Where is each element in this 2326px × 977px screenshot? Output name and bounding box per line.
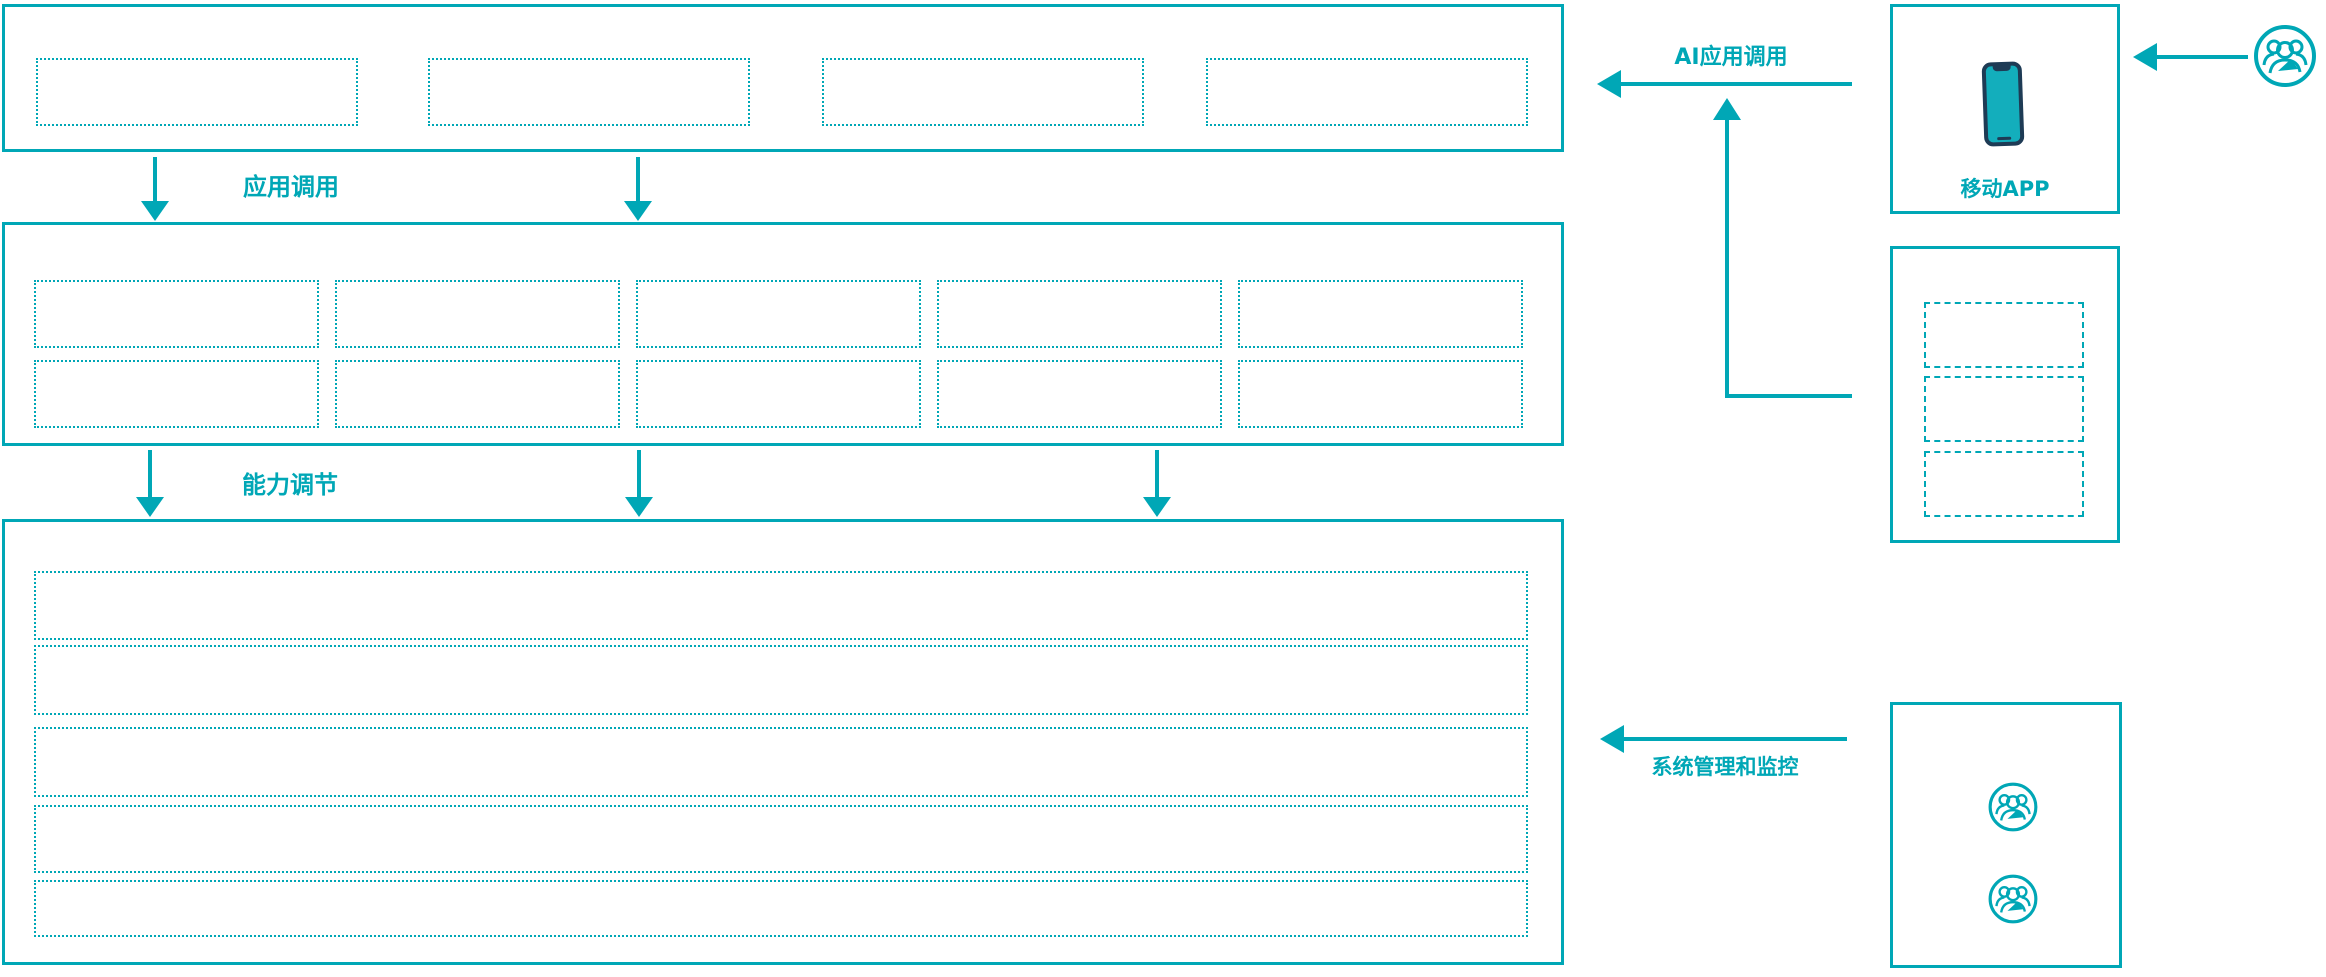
arrow-app-call-1 — [141, 157, 169, 221]
placeholder-box — [636, 360, 921, 428]
arrow-user-to-app — [2133, 43, 2248, 71]
placeholder-box — [428, 58, 750, 126]
arrow-app-call-2 — [624, 157, 652, 221]
mobile-app-box: 移动APP — [1890, 4, 2120, 214]
phone-homebar — [1997, 136, 2012, 141]
placeholder-box — [34, 280, 319, 348]
arrow-client-up — [1713, 98, 1852, 398]
placeholder-box — [937, 280, 1222, 348]
smartphone-icon — [1981, 61, 2025, 147]
capability-layer-box — [2, 222, 1564, 446]
placeholder-row — [34, 645, 1528, 715]
users-icon — [2254, 25, 2316, 87]
users-icon — [1988, 874, 2038, 924]
placeholder-box — [335, 360, 620, 428]
admin-users-box — [1890, 702, 2122, 968]
placeholder-row — [34, 805, 1528, 873]
placeholder-box — [1238, 360, 1523, 428]
placeholder-box — [1238, 280, 1523, 348]
label-app-call: 应用调用 — [243, 173, 339, 201]
placeholder-box — [1924, 302, 2084, 368]
mobile-app-label: 移动APP — [1960, 177, 2050, 201]
placeholder-row — [34, 571, 1528, 640]
arrow-capability-3 — [1143, 450, 1171, 517]
phone-notch — [1992, 64, 2011, 72]
label-ai-app-call: AI应用调用 — [1674, 45, 1788, 70]
placeholder-box — [636, 280, 921, 348]
arrow-system-monitor — [1600, 725, 1847, 753]
placeholder-box — [335, 280, 620, 348]
label-system-monitor: 系统管理和监控 — [1651, 755, 1799, 779]
users-icon — [1988, 782, 2038, 832]
placeholder-box — [1206, 58, 1528, 126]
placeholder-box — [1924, 451, 2084, 517]
placeholder-box — [34, 360, 319, 428]
label-capability-adjust: 能力调节 — [242, 471, 338, 499]
arrow-ai-app-call — [1597, 70, 1852, 98]
client-components-box — [1890, 246, 2120, 543]
app-layer-box — [2, 4, 1564, 152]
arrow-capability-1 — [136, 450, 164, 517]
platform-layer-box — [2, 519, 1564, 965]
arrow-capability-2 — [625, 450, 653, 517]
placeholder-row — [34, 880, 1528, 937]
placeholder-row — [34, 727, 1528, 797]
placeholder-box — [36, 58, 358, 126]
placeholder-box — [1924, 376, 2084, 442]
placeholder-box — [937, 360, 1222, 428]
placeholder-box — [822, 58, 1144, 126]
